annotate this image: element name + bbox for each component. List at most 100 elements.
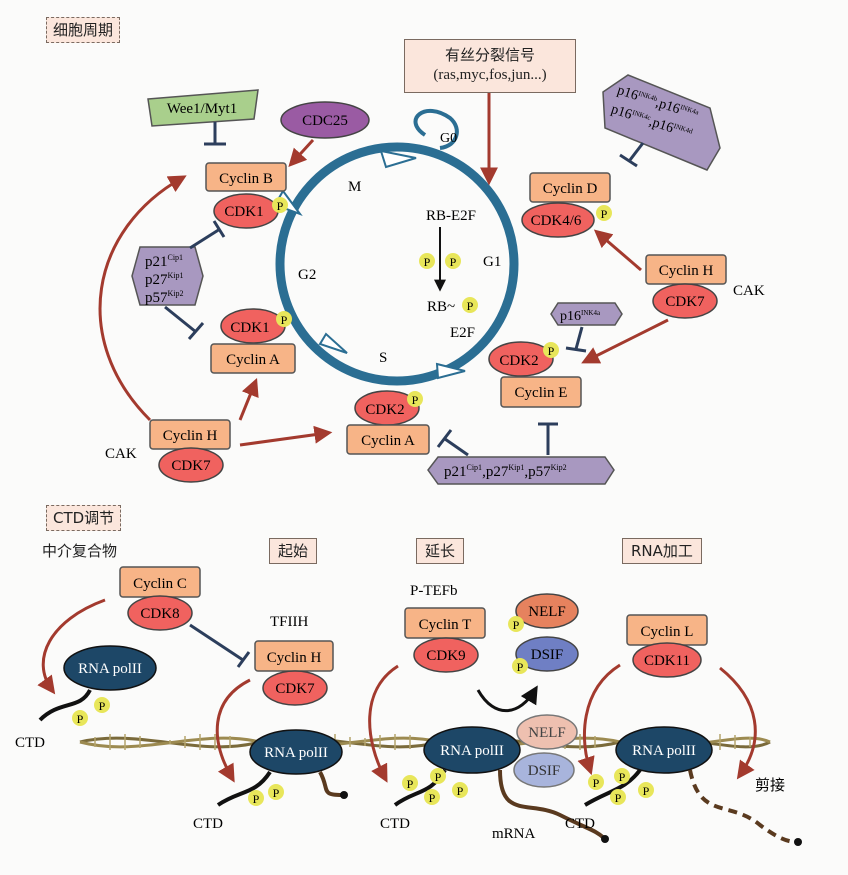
cyclin-h-label: Cyclin H [659, 263, 714, 279]
phospho-dot [508, 616, 524, 632]
wee1-myt1-box [147, 89, 259, 127]
cyclin-h-label: Cyclin H [163, 428, 218, 444]
phospho-dot [614, 768, 630, 784]
phospho-label: P [643, 784, 650, 798]
phospho-dot [268, 784, 284, 800]
p16-inhibit-bar [565, 346, 587, 353]
cdk8-oval [127, 595, 193, 631]
ctd-label-initiation: CTD [193, 816, 223, 832]
cdk7-oval-left [158, 447, 224, 483]
cdk1-label: CDK1 [224, 204, 263, 220]
phospho-dot [445, 253, 461, 269]
ink4-polygon [602, 74, 721, 171]
phospho-label: P [424, 255, 431, 269]
cdk1-label: CDK1 [230, 320, 269, 336]
ring-arrow-m [379, 149, 417, 169]
p21-bottom-hexagon [427, 456, 615, 485]
ctd-label-mediator: CTD [15, 735, 45, 751]
phospho-dot [462, 297, 478, 313]
phospho-dot [72, 710, 88, 726]
spliced-rna-end-dot [794, 838, 802, 846]
cdk9-label: CDK9 [426, 648, 465, 664]
phospho-label: P [407, 777, 414, 791]
rna-pol-label: RNA polII [78, 661, 142, 677]
cdc25-activate-arrow [288, 138, 315, 167]
phospho-dot [419, 253, 435, 269]
cdk11-oval [632, 642, 702, 678]
mrna-end-dot [601, 835, 609, 843]
phospho-dot [402, 775, 418, 791]
stage-processing-label: RNA加工 [622, 538, 702, 564]
cak-to-cyclin-a-arrow [238, 377, 259, 421]
cak-label-right: CAK [733, 283, 765, 299]
ink4-inhibit-bar [619, 153, 638, 168]
p21-bottom-label: p21Cip1,p27Kip1,p57Kip2 [444, 463, 567, 480]
mediator-complex-label: 中介复合物 [42, 542, 118, 560]
phase-s-label: S [379, 350, 387, 366]
tfiih-label: TFIIH [270, 614, 308, 630]
cdk7-label: CDK7 [171, 458, 211, 474]
dsif-label: DSIF [531, 647, 564, 663]
p16-small-hexagon [550, 302, 623, 326]
dsif-label: DSIF [528, 763, 561, 779]
ctd-tail-mediator [38, 688, 92, 722]
phase-g1-label: G1 [483, 254, 501, 270]
cak-to-cdk2-arrow-right [581, 318, 669, 364]
spliced-rna-strand [688, 769, 798, 844]
cak-label-left: CAK [105, 446, 137, 462]
p21-inhibit-cdk2a-bar [436, 429, 453, 448]
phospho-dot [452, 782, 468, 798]
cdk2-oval-right [488, 341, 554, 377]
cdk11-to-pol-arrow [577, 663, 621, 776]
cyclin-a-box-left [210, 343, 296, 374]
nelf-label: NELF [528, 604, 566, 620]
p21-inhibit-cdk1-bar [212, 220, 226, 238]
ink4-inhibit-line [628, 142, 645, 161]
ring-arrow-g1 [435, 362, 466, 380]
phospho-label: P [548, 344, 555, 358]
cdk8-inhibit-line [189, 623, 244, 662]
phospho-label: P [253, 792, 260, 806]
g0-loop [413, 108, 459, 150]
phospho-label: P [467, 299, 474, 313]
cdk9-oval [413, 637, 479, 673]
dsif-oval-top [515, 636, 579, 672]
cyclin-a-label: Cyclin A [361, 433, 415, 449]
p21-left-hexagon [131, 246, 204, 306]
splicing-label: 剪接 [755, 776, 785, 794]
rna-pol-label: RNA polII [632, 743, 696, 759]
cell-cycle-section-title: 细胞周期 [46, 17, 121, 43]
phospho-dot [94, 697, 110, 713]
mrna-label: mRNA [492, 826, 536, 842]
phospho-label: P [619, 770, 626, 784]
cyclin-a-label: Cyclin A [226, 352, 280, 368]
phospho-label: P [281, 313, 288, 327]
phospho-label: P [273, 786, 280, 800]
cdk11-label: CDK11 [644, 653, 690, 669]
e2f-label: E2F [450, 325, 475, 341]
phospho-label: P [517, 660, 524, 674]
p21-inhibit-cdk2a-line [444, 437, 469, 457]
ptefb-label: P-TEFb [410, 583, 458, 599]
rna-pol-processing [615, 726, 713, 774]
phospho-label: P [99, 699, 106, 713]
rb-phospho-label: RB~ [427, 299, 455, 315]
phase-g2-label: G2 [298, 267, 316, 283]
mitogenic-signal-title: 有丝分裂信号 [444, 46, 535, 64]
rna-pol-label: RNA polII [440, 743, 504, 759]
phospho-dot [543, 342, 559, 358]
cyclin-c-label: Cyclin C [133, 576, 187, 592]
cdk7-label: CDK7 [275, 681, 315, 697]
nelf-label: NELF [528, 725, 566, 741]
mitogenic-signal-list: (ras,myc,fos,jun...) [433, 67, 547, 83]
cyclin-b-box [205, 162, 287, 192]
phospho-dot [596, 205, 612, 221]
cak-to-cyclin-b-arrow [98, 175, 187, 422]
ctd-tail-initiation [216, 770, 272, 807]
wee1-myt1-label: Wee1/Myt1 [167, 101, 237, 117]
phospho-label: P [601, 207, 608, 221]
phospho-label: P [615, 791, 622, 805]
cdk8-inhibit-bar [236, 651, 251, 668]
cyclin-d-label: Cyclin D [543, 181, 598, 197]
phase-g0-label: G0 [440, 131, 457, 146]
